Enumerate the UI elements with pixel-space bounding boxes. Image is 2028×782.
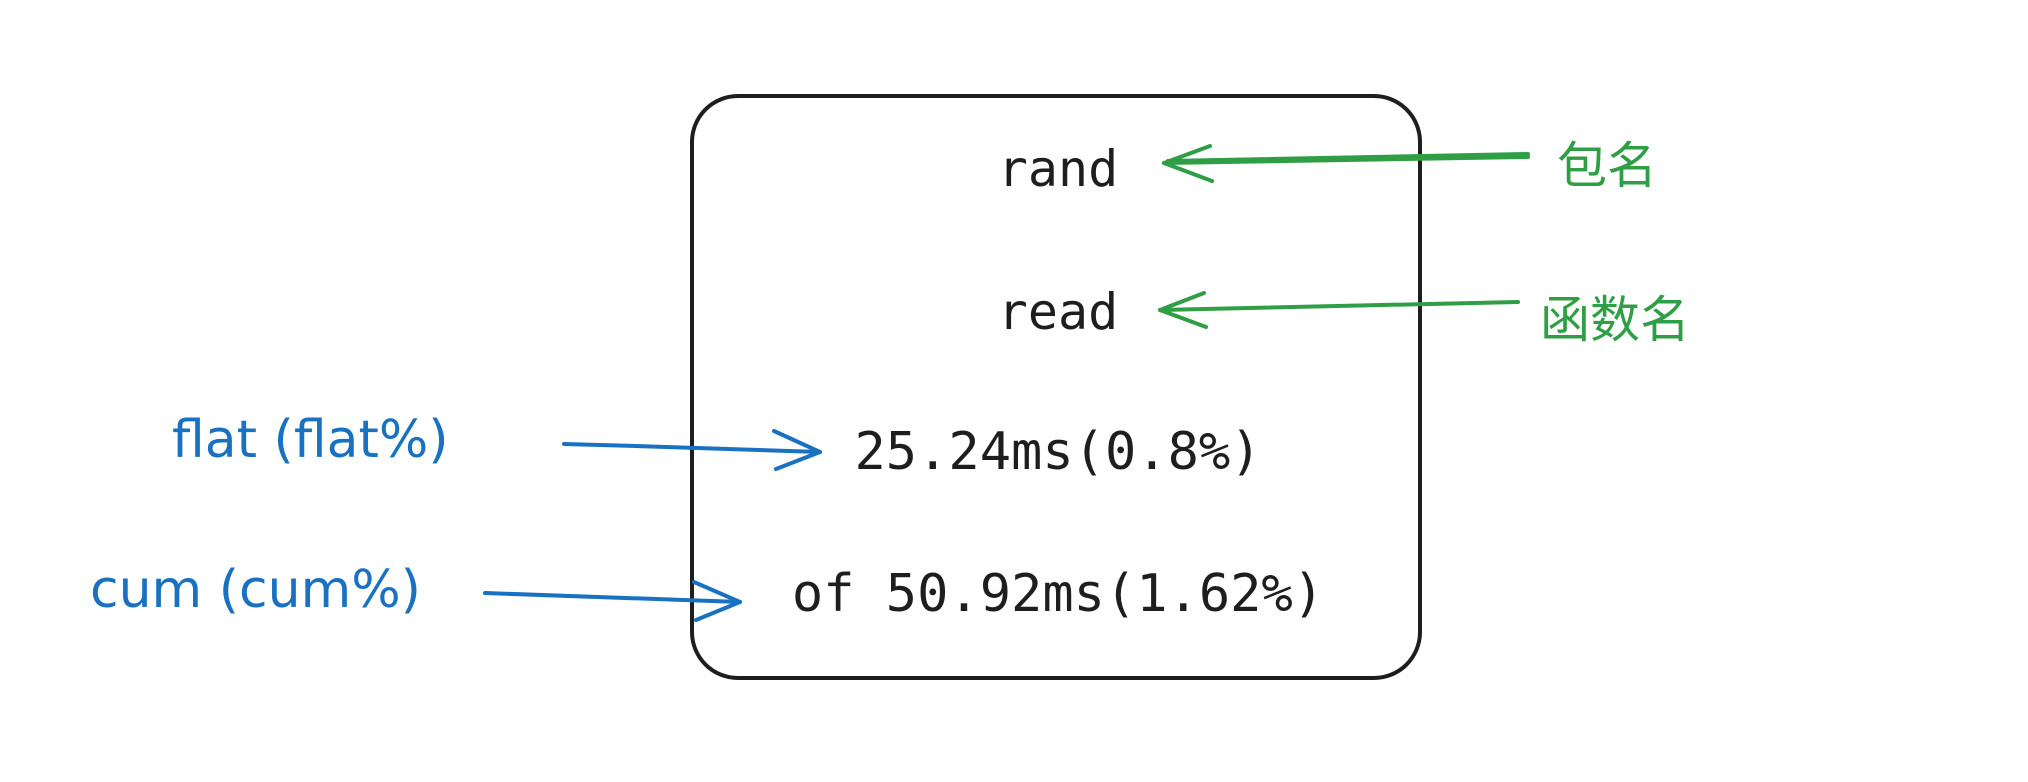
package-name-annotation: 包名 xyxy=(1557,137,1657,195)
node-package-name: rand xyxy=(997,140,1119,198)
cum-annotation: cum (cum%) xyxy=(90,560,421,620)
profile-node-box xyxy=(690,94,1422,680)
node-function-name: read xyxy=(997,283,1119,341)
node-cum-value: of 50.92ms(1.62%) xyxy=(791,564,1325,624)
node-flat-value: 25.24ms(0.8%) xyxy=(854,422,1262,482)
function-name-annotation: 函数名 xyxy=(1540,291,1690,349)
flat-annotation: flat (flat%) xyxy=(172,410,449,470)
